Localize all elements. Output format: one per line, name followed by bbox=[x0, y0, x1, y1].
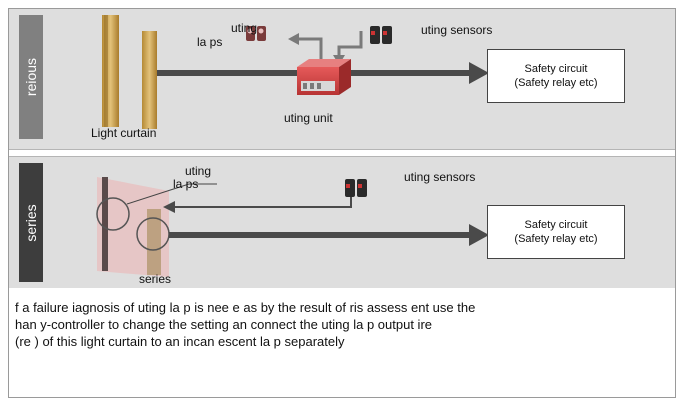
conventional-side-label: reious bbox=[19, 15, 43, 139]
bottom-safety-circuit-box: Safety circuit (Safety relay etc) bbox=[487, 205, 625, 259]
bottom-muting-sensors-label: uting sensors bbox=[404, 170, 476, 184]
bottom-muting-sensors-icon bbox=[345, 179, 367, 197]
top-arrow-head bbox=[469, 62, 489, 84]
top-muting-lamps-label-line1: uting bbox=[231, 21, 258, 35]
light-curtain-icon bbox=[102, 15, 157, 129]
description-line-3: (re ) of this light curtain to an incan … bbox=[15, 334, 345, 349]
bottom-safety-circuit-line2: (Safety relay etc) bbox=[514, 233, 598, 245]
diagram-graphics bbox=[96, 15, 489, 277]
muting-lamps-icon bbox=[246, 26, 266, 41]
sensor-signal-arrow-head bbox=[163, 201, 175, 213]
description-text: f a failure iagnosis of uting la p is ne… bbox=[15, 299, 665, 350]
muting-unit-icon bbox=[297, 59, 351, 95]
top-safety-circuit-line1: Safety circuit bbox=[524, 63, 588, 75]
light-curtain-label: Light curtain bbox=[91, 126, 157, 140]
separator-line-bottom bbox=[9, 156, 675, 157]
diagram-frame: reious series bbox=[8, 8, 676, 398]
top-muting-sensors-label: uting sensors bbox=[421, 23, 493, 37]
top-muting-sensors-icon bbox=[370, 26, 392, 44]
muting-unit-label: uting unit bbox=[284, 111, 333, 125]
bottom-muting-lamps-label-line2: la ps bbox=[173, 177, 199, 191]
series-side-label: series bbox=[19, 163, 43, 282]
series-label: series bbox=[139, 272, 172, 286]
series-curtain-icon bbox=[96, 177, 170, 277]
top-safety-circuit-box: Safety circuit (Safety relay etc) bbox=[487, 49, 625, 103]
top-muting-lamps-label-line2: la ps bbox=[197, 35, 223, 49]
description-line-1: f a failure iagnosis of uting la p is ne… bbox=[15, 300, 476, 315]
lamp-arrow-head bbox=[288, 33, 299, 45]
panel-separator bbox=[9, 149, 675, 157]
bottom-muting-lamps-label-line1: uting bbox=[185, 164, 212, 178]
top-safety-circuit-line2: (Safety relay etc) bbox=[514, 77, 598, 89]
separator-line-top bbox=[9, 149, 675, 150]
bottom-safety-circuit-line1: Safety circuit bbox=[524, 219, 588, 231]
description-line-2: han y-controller to change the setting a… bbox=[15, 317, 432, 332]
bottom-arrow-head bbox=[469, 224, 489, 246]
